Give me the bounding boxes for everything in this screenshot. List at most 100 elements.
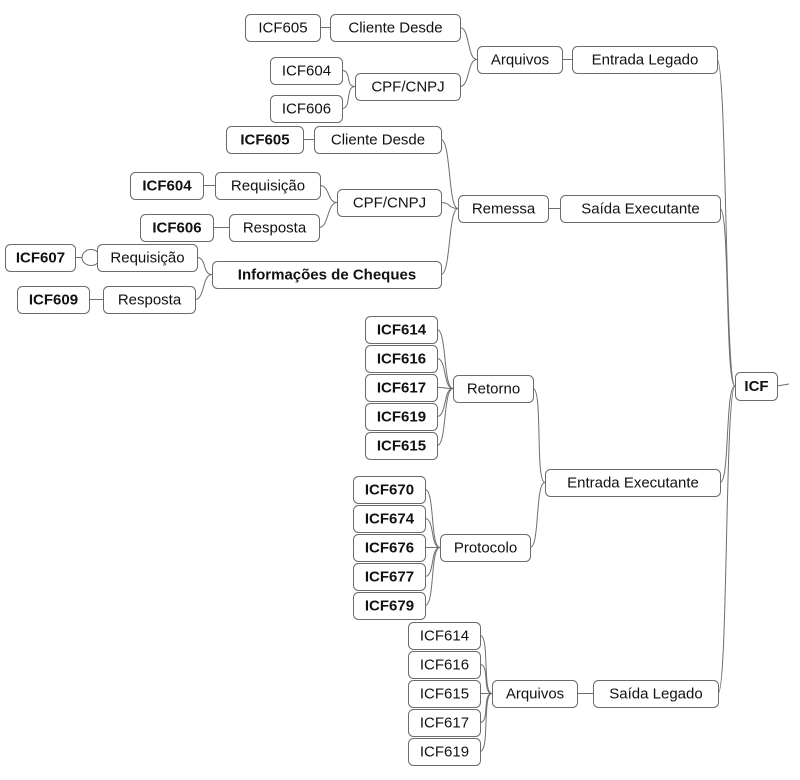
node-label: ICF679 <box>365 597 414 614</box>
node-info-cheques[interactable]: Informações de Cheques <box>212 261 442 289</box>
node-label: Arquivos <box>491 51 549 68</box>
node-box <box>337 189 442 217</box>
node-label: ICF617 <box>420 714 469 731</box>
node-pro-icf677[interactable]: ICF677 <box>353 563 426 591</box>
node-pro-icf674[interactable]: ICF674 <box>353 505 426 533</box>
node-arquivos-sl[interactable]: Arquivos <box>492 680 578 708</box>
connector-remessa-to-info-cheques <box>440 208 459 275</box>
connector-arquivos-sl-to-sl-icf616 <box>479 664 493 694</box>
node-box <box>365 316 438 344</box>
node-el-icf604[interactable]: ICF604 <box>270 57 343 85</box>
node-label: ICF606 <box>152 219 201 236</box>
node-sl-icf615[interactable]: ICF615 <box>408 680 481 708</box>
node-box <box>365 403 438 431</box>
node-entrada-executante[interactable]: Entrada Executante <box>545 469 721 497</box>
connector-info-cheques-to-resposta-chq <box>194 274 213 300</box>
node-ret-icf615[interactable]: ICF615 <box>365 432 438 460</box>
node-entrada-legado[interactable]: Entrada Legado <box>572 46 718 74</box>
connector-layer <box>75 27 790 752</box>
connector-arquivos-el-to-cpfcnpj-el <box>459 59 478 87</box>
node-sl-icf614[interactable]: ICF614 <box>408 622 481 650</box>
node-label: ICF614 <box>420 627 469 644</box>
connector-cpfcnpj-se-to-requisicao-cpf <box>319 185 338 203</box>
node-requisicao-chq[interactable]: Requisição <box>97 244 198 272</box>
node-label: CPF/CNPJ <box>353 194 426 211</box>
node-box <box>226 126 304 154</box>
node-box <box>5 244 76 272</box>
node-retorno[interactable]: Retorno <box>453 375 534 403</box>
node-label: ICF619 <box>377 408 426 425</box>
connector-protocolo-to-pro-icf679 <box>424 547 441 606</box>
node-se-icf605[interactable]: ICF605 <box>226 126 304 154</box>
node-se-icf606[interactable]: ICF606 <box>140 214 214 242</box>
node-se-icf607[interactable]: ICF607 <box>5 244 76 272</box>
node-saida-legado[interactable]: Saída Legado <box>593 680 719 708</box>
node-label: ICF605 <box>258 19 307 36</box>
node-remessa[interactable]: Remessa <box>458 195 549 223</box>
node-box <box>215 172 321 200</box>
node-label: Cliente Desde <box>348 19 442 36</box>
node-label: ICF615 <box>377 437 426 454</box>
node-label: Entrada Executante <box>567 474 699 491</box>
node-box <box>545 469 721 497</box>
node-se-icf609[interactable]: ICF609 <box>17 286 90 314</box>
node-box <box>453 375 534 403</box>
node-se-icf604[interactable]: ICF604 <box>130 172 204 200</box>
node-box <box>97 244 198 272</box>
node-sl-icf617[interactable]: ICF617 <box>408 709 481 737</box>
node-label: Arquivos <box>506 685 564 702</box>
node-label: CPF/CNPJ <box>371 78 444 95</box>
node-label: Entrada Legado <box>592 51 699 68</box>
node-label: Requisição <box>110 249 184 266</box>
connector-arquivos-el-to-cliente-desde-el <box>459 27 478 60</box>
node-requisicao-cpf[interactable]: Requisição <box>215 172 321 200</box>
node-arquivos-el[interactable]: Arquivos <box>477 46 563 74</box>
node-sl-icf616[interactable]: ICF616 <box>408 651 481 679</box>
node-label: ICF674 <box>365 510 415 527</box>
node-label: Informações de Cheques <box>238 266 416 283</box>
node-ret-icf619[interactable]: ICF619 <box>365 403 438 431</box>
node-box <box>229 214 320 242</box>
node-ret-icf617[interactable]: ICF617 <box>365 374 438 402</box>
node-cpfcnpj-el[interactable]: CPF/CNPJ <box>355 73 461 101</box>
node-box <box>572 46 718 74</box>
node-label: ICF676 <box>365 539 414 556</box>
node-label: Saída Legado <box>609 685 702 702</box>
node-box <box>353 476 426 504</box>
node-box <box>408 622 481 650</box>
node-el-icf605[interactable]: ICF605 <box>245 14 321 42</box>
node-cliente-desde-el[interactable]: Cliente Desde <box>330 14 461 42</box>
node-pro-icf679[interactable]: ICF679 <box>353 592 426 620</box>
connector-arquivos-sl-to-sl-icf614 <box>479 635 493 694</box>
node-pro-icf670[interactable]: ICF670 <box>353 476 426 504</box>
node-el-icf606[interactable]: ICF606 <box>270 95 343 123</box>
connector-protocolo-to-pro-icf674 <box>424 518 441 548</box>
node-protocolo[interactable]: Protocolo <box>440 534 531 562</box>
node-box <box>353 592 426 620</box>
node-box <box>353 534 426 562</box>
node-label: ICF604 <box>282 62 331 79</box>
node-icf[interactable]: ICF <box>735 372 778 401</box>
node-label: Remessa <box>472 200 536 217</box>
node-box <box>270 57 343 85</box>
node-ret-icf616[interactable]: ICF616 <box>365 345 438 373</box>
node-box <box>314 126 442 154</box>
node-saida-executante[interactable]: Saída Executante <box>560 195 721 223</box>
node-box <box>245 14 321 42</box>
node-pro-icf676[interactable]: ICF676 <box>353 534 426 562</box>
node-box <box>492 680 578 708</box>
node-resposta-chq[interactable]: Resposta <box>103 286 196 314</box>
node-box <box>330 14 461 42</box>
node-sl-icf619[interactable]: ICF619 <box>408 738 481 766</box>
node-box <box>735 372 778 401</box>
node-box <box>408 680 481 708</box>
connector-icf-stub <box>776 383 790 387</box>
node-label: ICF670 <box>365 481 414 498</box>
node-resposta-cpf[interactable]: Resposta <box>229 214 320 242</box>
connector-cpfcnpj-se-to-resposta-cpf <box>318 202 338 228</box>
connector-cpfcnpj-el-to-el-icf606 <box>341 86 356 109</box>
node-ret-icf614[interactable]: ICF614 <box>365 316 438 344</box>
node-cliente-desde-se[interactable]: Cliente Desde <box>314 126 442 154</box>
node-label: ICF605 <box>240 131 289 148</box>
node-cpfcnpj-se[interactable]: CPF/CNPJ <box>337 189 442 217</box>
